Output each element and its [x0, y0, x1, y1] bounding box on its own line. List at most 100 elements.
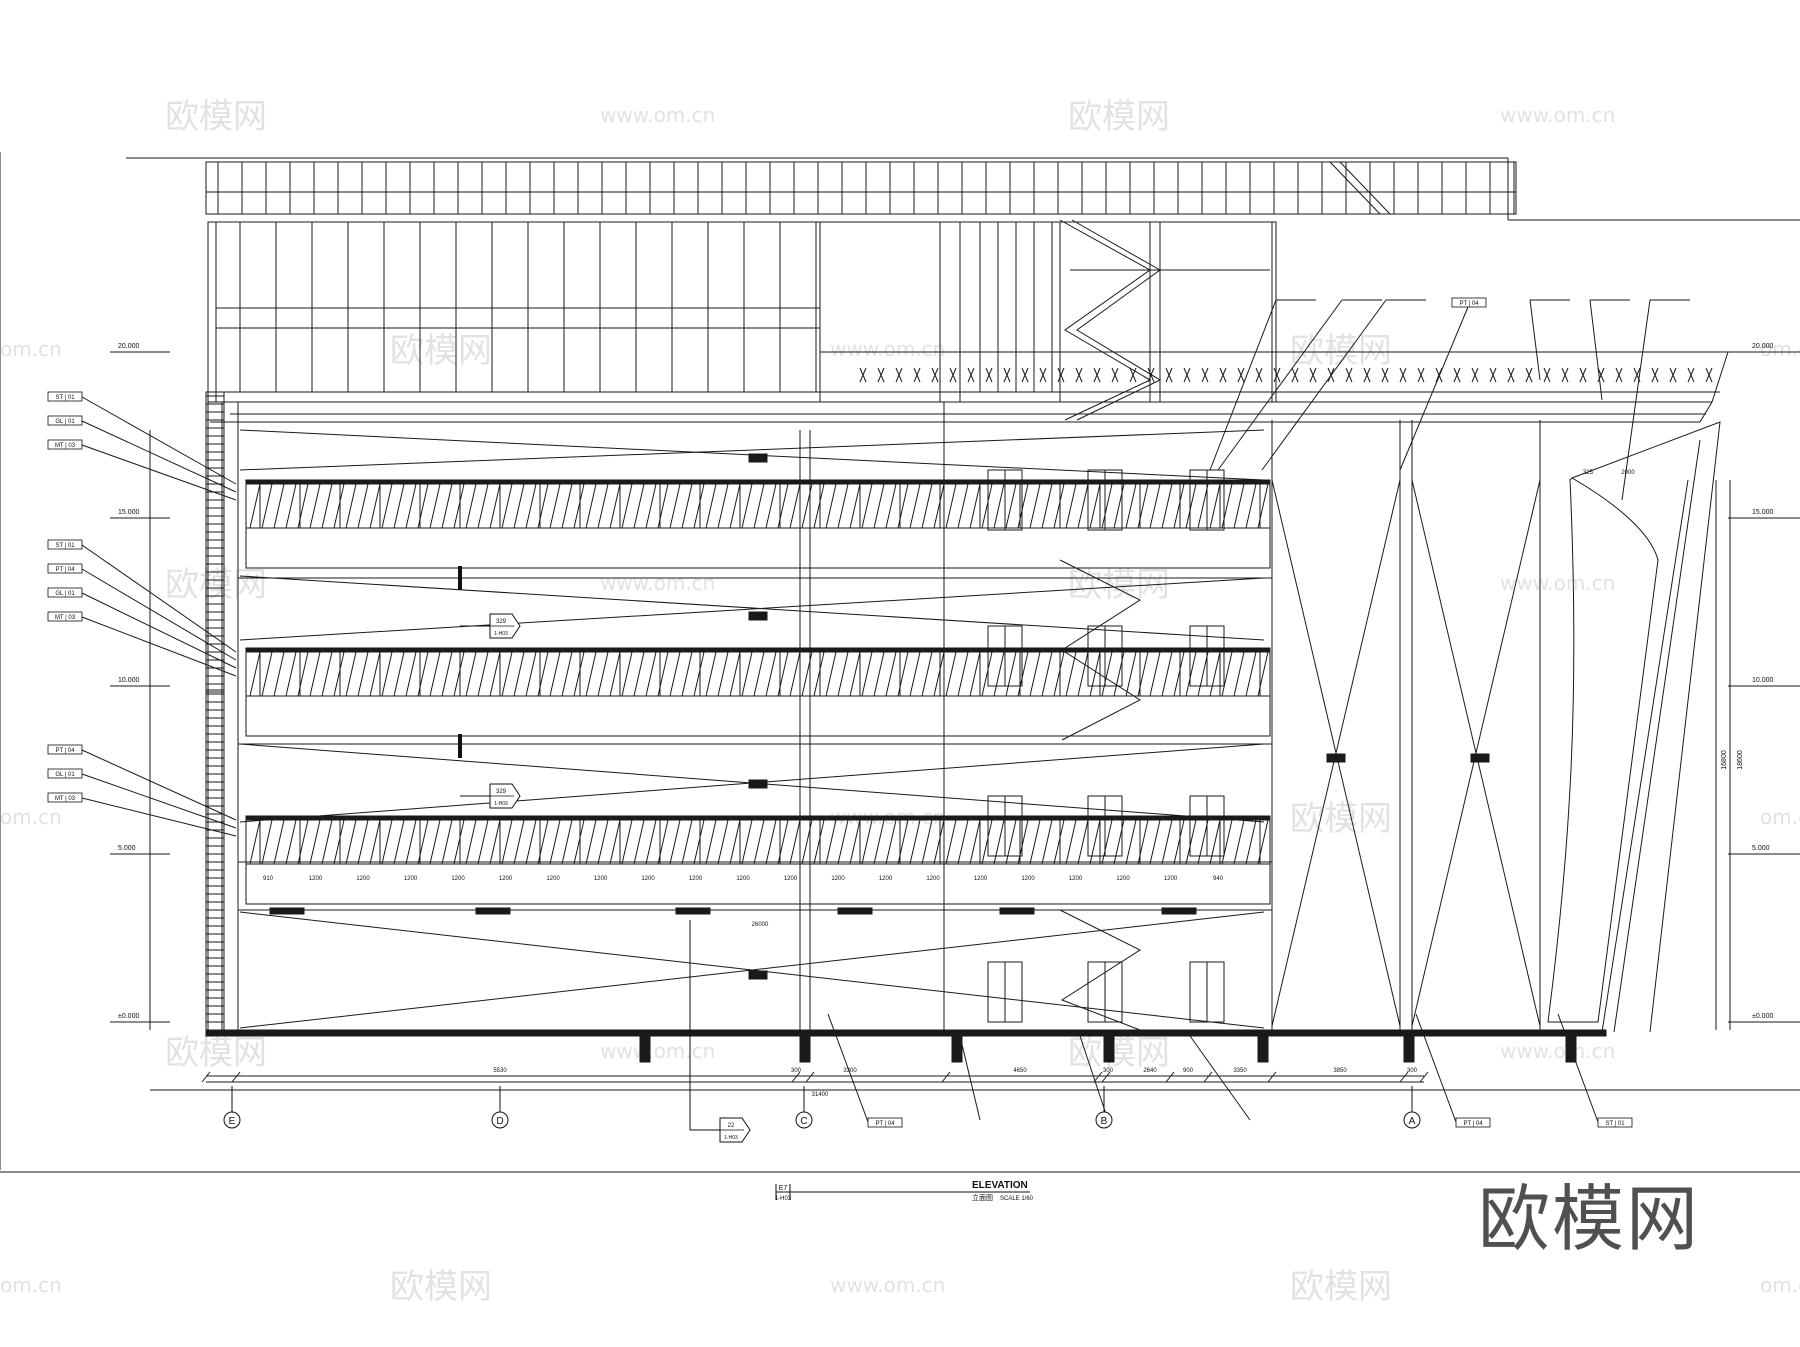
band-hatch: [705, 819, 717, 865]
band-hatch: [405, 483, 417, 529]
band-hatch: [813, 483, 825, 529]
canopy-tick: [1417, 367, 1425, 383]
band-hatch: [873, 819, 885, 865]
bottom-dim-9: 300: [1407, 1068, 1418, 1074]
band-hatch: [765, 651, 777, 697]
right-total-dim: 18600: [1737, 750, 1744, 770]
bottom-dim-6: 900: [1183, 1068, 1194, 1074]
canopy-tick: [1309, 367, 1317, 383]
band-hatch: [1137, 819, 1149, 865]
dim-tick: [1267, 1071, 1277, 1083]
band-hatch: [741, 651, 753, 697]
panel-dim-1: 1200: [309, 876, 323, 882]
watermark-brand: 欧模网: [390, 1267, 492, 1307]
band-hatch: [405, 651, 417, 697]
material-tag-bottom-2: ST | 01: [1597, 1117, 1633, 1128]
band-hatch: [1245, 819, 1257, 865]
band-hatch: [981, 651, 993, 697]
vent: [1161, 907, 1197, 915]
band-hatch: [825, 483, 837, 529]
band-hatch: [1041, 651, 1053, 697]
watermark-layer: 欧模网欧模网欧模网欧模网欧模网欧模网欧模网欧模网欧模网欧模网欧模网www.om.…: [0, 97, 1800, 1307]
pier: [1103, 1035, 1115, 1063]
roof-diag: [1339, 161, 1391, 215]
canopy-tick: [877, 367, 885, 383]
dim-tick: [1165, 1071, 1175, 1083]
band-hatch: [813, 819, 825, 865]
canopy-tick: [985, 367, 993, 383]
band-hatch: [465, 483, 477, 529]
leader-line: [1189, 1035, 1251, 1121]
dim-tick: [1419, 1071, 1429, 1083]
canopy-tick: [1669, 367, 1677, 383]
axis-bubble: [223, 1111, 241, 1129]
tag-box: [47, 611, 83, 622]
grid-axis-b: B: [1095, 1086, 1113, 1129]
leader-line: [81, 592, 237, 669]
canopy-tick: [1219, 367, 1227, 383]
band-hatch: [477, 483, 489, 529]
leader-line: [1589, 299, 1603, 401]
tag-text: PT | 04: [1463, 1121, 1483, 1127]
band-hatch: [1149, 483, 1161, 529]
axis-bubble: [1403, 1111, 1421, 1129]
band-hatch: [681, 819, 693, 865]
ground-line: [205, 1029, 1607, 1063]
band-hatch: [429, 483, 441, 529]
leader-line: [1261, 299, 1387, 471]
leader-line: [1209, 299, 1277, 471]
band-hatch: [1197, 651, 1209, 697]
canopy-tick: [1129, 367, 1137, 383]
band-hatch: [1209, 483, 1221, 529]
brand-logo: 欧模网: [1478, 1177, 1701, 1261]
band-hatch: [297, 483, 309, 529]
band-hatch: [837, 483, 849, 529]
band-hatch: [1233, 651, 1245, 697]
leader-line: [81, 797, 237, 837]
band-hatch: [1005, 651, 1017, 697]
band-hatch: [741, 483, 753, 529]
band-hatch: [1185, 483, 1197, 529]
band-hatch: [1089, 483, 1101, 529]
joint-mark: [1470, 753, 1490, 763]
band-hatch: [1185, 651, 1197, 697]
watermark-site: www.om.cn: [1500, 103, 1615, 127]
band-hatch: [1161, 483, 1173, 529]
band-hatch: [1029, 483, 1041, 529]
material-tag-group2-3: MT | 03: [47, 611, 83, 622]
band-hatch: [309, 483, 321, 529]
watermark-brand: 欧模网: [1068, 97, 1170, 137]
canopy-tick: [1525, 367, 1533, 383]
tag-text: ST | 01: [55, 543, 75, 549]
canopy-tick: [1651, 367, 1659, 383]
grid-axis-e: E: [223, 1086, 241, 1129]
band-hatch: [501, 483, 513, 529]
band-hatch: [501, 651, 513, 697]
leader-line: [1557, 1013, 1599, 1123]
band-hatch: [1089, 819, 1101, 865]
material-tag-group1-0: ST | 01: [47, 391, 83, 402]
upper-facade: [207, 219, 1277, 421]
canopy-tick: [1363, 367, 1371, 383]
band-hatch: [693, 483, 705, 529]
band-hatch: [261, 819, 273, 865]
tag-box: [1597, 1117, 1633, 1128]
band-hatch: [333, 819, 345, 865]
panel-dim-4: 1200: [451, 876, 465, 882]
watermark-site-short: om.cn: [0, 337, 62, 361]
band-top-edge: [245, 479, 1271, 485]
canopy-tick: [1255, 367, 1263, 383]
panel-dim-13: 1200: [879, 876, 893, 882]
material-tag-group2-0: ST | 01: [47, 539, 83, 550]
band-hatch: [441, 483, 453, 529]
tag-box: [1451, 297, 1487, 308]
tag-text: ST | 01: [1605, 1121, 1625, 1127]
band-hatch: [753, 651, 765, 697]
band-hatch: [657, 483, 669, 529]
watermark-brand: 欧模网: [165, 1033, 267, 1073]
level-left-4: ±0.000: [118, 1013, 139, 1020]
band-hatch: [1041, 483, 1053, 529]
band-hatch: [633, 651, 645, 697]
canopy-tick: [1705, 367, 1713, 383]
